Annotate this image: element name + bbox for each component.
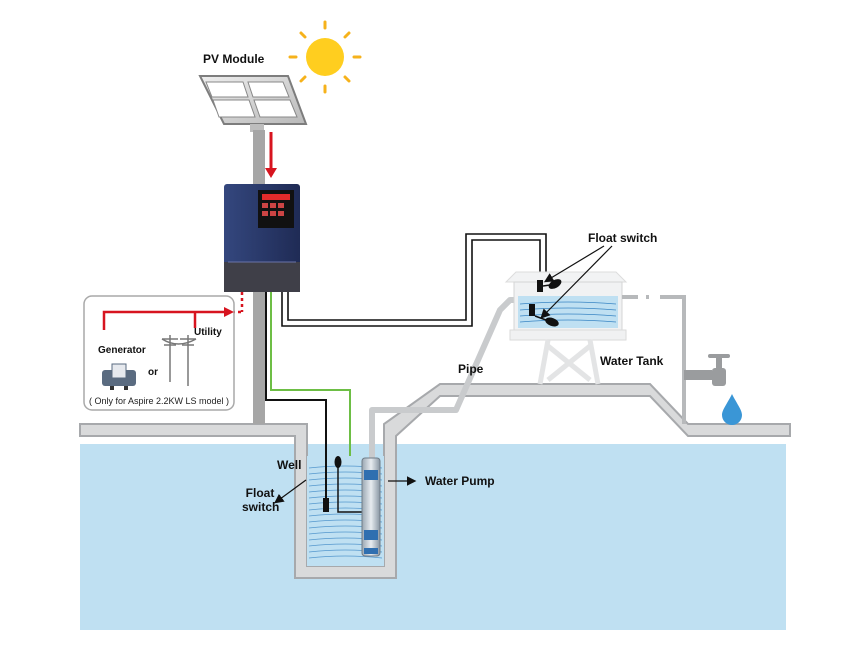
groundwater	[80, 444, 786, 630]
callout-arrows	[274, 245, 613, 504]
faucet-icon	[684, 354, 730, 386]
label-generator: Generator	[98, 345, 146, 356]
solar-panel-icon	[198, 75, 308, 132]
well-float-switch	[323, 456, 342, 512]
label-water-pump: Water Pump	[425, 474, 495, 488]
label-well: Well	[277, 458, 302, 472]
outlet-pipe	[622, 295, 686, 424]
label-water-tank: Water Tank	[600, 354, 664, 368]
label-model-note: ( Only for Aspire 2.2KW LS model )	[89, 396, 230, 406]
ground-wire	[270, 292, 351, 456]
generator-feed-line	[102, 307, 234, 330]
label-pv-module: PV Module	[203, 52, 265, 66]
inverter-icon	[224, 184, 300, 292]
sun-icon	[288, 20, 362, 94]
submersible-pump-icon	[361, 457, 381, 557]
water-drop-icon	[722, 394, 742, 425]
utility-pole-icon	[161, 335, 197, 386]
dc-power-arrow	[265, 132, 277, 178]
generator-icon	[102, 363, 136, 390]
label-utility: Utility	[194, 327, 222, 338]
label-or: or	[148, 367, 158, 378]
tank-cable	[281, 233, 547, 327]
label-float-switch-well-line1: Float	[245, 486, 275, 500]
label-float-switch-well-line2: switch	[242, 500, 280, 514]
pump-cable	[337, 458, 362, 513]
well-cable	[265, 292, 327, 498]
label-float-switch-tank: Float switch	[588, 231, 658, 245]
water-pipe	[369, 297, 516, 460]
label-float-switch-well: Float switch	[242, 486, 280, 514]
label-pipe: Pipe	[458, 362, 484, 376]
